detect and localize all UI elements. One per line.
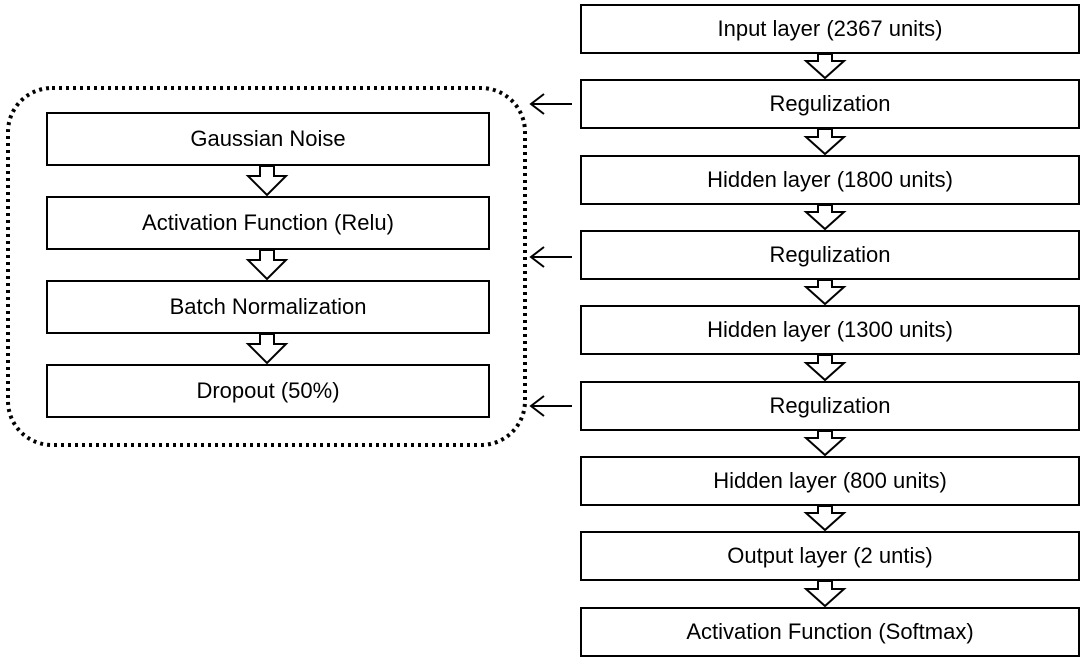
- input-layer-box: Input layer (2367 units): [580, 4, 1080, 54]
- output-layer-box: Output layer (2 untis): [580, 531, 1080, 581]
- dropout-box: Dropout (50%): [46, 364, 490, 418]
- flow-arrow-2: [803, 128, 847, 156]
- flow-arrow-6: [803, 430, 847, 457]
- flow-arrow-3: [803, 204, 847, 231]
- regularization-group-outline: [6, 86, 527, 447]
- regularization-box-2: Regulization: [580, 230, 1080, 280]
- expand-arrow-2: [529, 246, 572, 268]
- expand-arrow-1: [529, 93, 572, 115]
- flow-arrow-5: [803, 354, 847, 382]
- flow-arrow-4: [803, 279, 847, 306]
- batch-normalization-box: Batch Normalization: [46, 280, 490, 334]
- regularization-box-3: Regulization: [580, 381, 1080, 431]
- hidden-layer-1-box: Hidden layer (1800 units): [580, 155, 1080, 205]
- detail-arrow-1: [245, 165, 289, 197]
- hidden-layer-2-box: Hidden layer (1300 units): [580, 305, 1080, 355]
- gaussian-noise-box: Gaussian Noise: [46, 112, 490, 166]
- flow-arrow-8: [803, 580, 847, 608]
- detail-arrow-3: [245, 333, 289, 365]
- expand-arrow-3: [529, 395, 572, 417]
- hidden-layer-3-box: Hidden layer (800 units): [580, 456, 1080, 506]
- flow-arrow-7: [803, 505, 847, 532]
- detail-arrow-2: [245, 249, 289, 281]
- flow-arrow-1: [803, 53, 847, 80]
- softmax-activation-box: Activation Function (Softmax): [580, 607, 1080, 657]
